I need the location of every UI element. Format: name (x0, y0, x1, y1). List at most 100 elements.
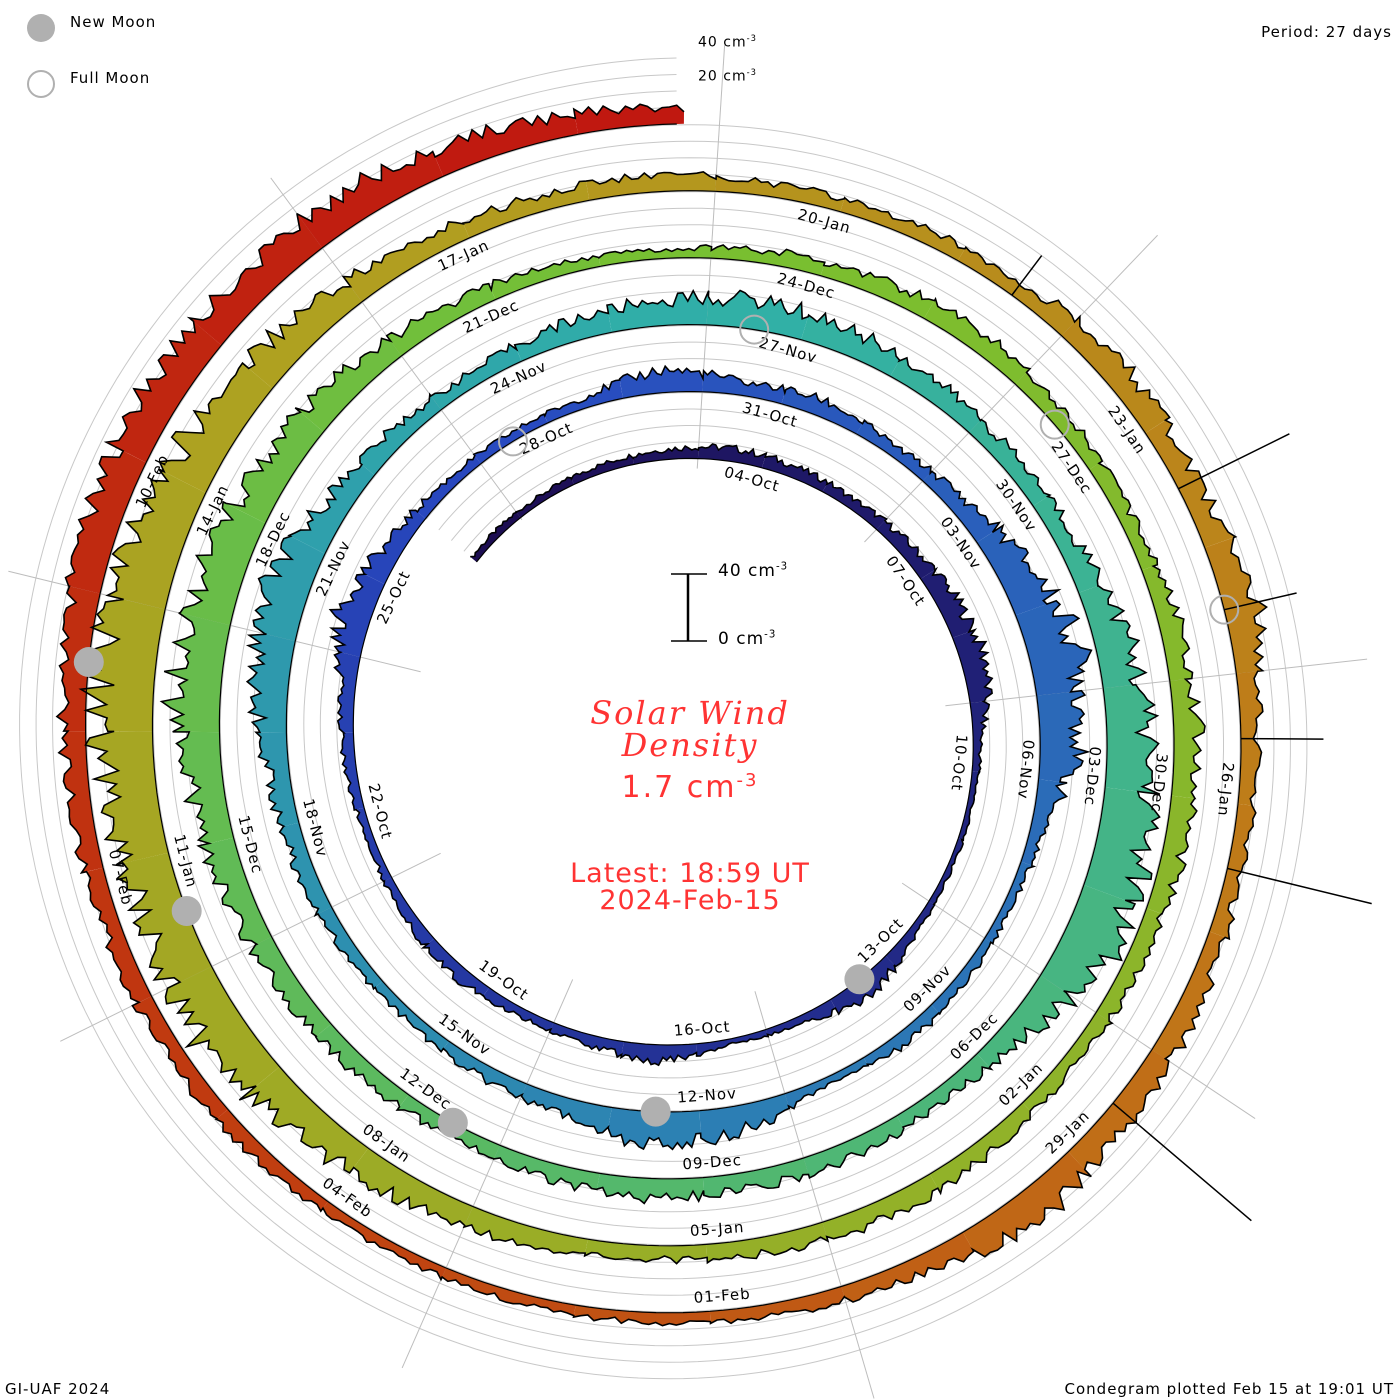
date-label: 30-Dec (1147, 752, 1171, 813)
full-moon-icon (739, 314, 770, 345)
baseline-spiral (85, 123, 1242, 1314)
density-segment (952, 629, 993, 703)
density-segment (80, 599, 166, 732)
density-segment (890, 357, 981, 433)
density-segment (361, 510, 426, 585)
density-segment (315, 1024, 409, 1107)
density-segment (463, 181, 590, 238)
density-segment (318, 907, 383, 989)
latest-date: 2024-Feb-15 (599, 885, 781, 916)
density-segment (1022, 1012, 1113, 1111)
density-segment (430, 344, 522, 410)
density-segment (247, 634, 296, 733)
density-segment (607, 290, 709, 333)
density-segment (107, 469, 206, 610)
density-segment (334, 652, 361, 733)
density-segment (247, 286, 362, 389)
density-segment (1204, 537, 1267, 674)
density-segment (573, 104, 684, 135)
grid-spiral-40 (19, 57, 1308, 1380)
date-label: 05-Jan (689, 1218, 745, 1240)
density-segment (1036, 690, 1088, 782)
density-segment (1068, 1049, 1169, 1170)
density-segment (706, 1222, 828, 1263)
grid-spiral-30 (35, 74, 1291, 1363)
footer-credit: GI-UAF 2024 (5, 1380, 111, 1398)
density-segment (1021, 779, 1068, 866)
density-segment (1141, 566, 1193, 681)
density-segment (117, 852, 212, 983)
density-segment (766, 999, 836, 1036)
density-segment (330, 574, 385, 658)
density-spike (1011, 255, 1043, 296)
density-segment (340, 732, 365, 810)
density-segment (295, 338, 402, 432)
density-segment (297, 151, 444, 248)
density-segment (473, 414, 548, 464)
density-segment (1083, 787, 1160, 901)
latest-time: Latest: 18:59 UT 2024-Feb-15 (540, 860, 840, 914)
date-label: 16-Oct (673, 1018, 731, 1040)
density-spike (1227, 867, 1372, 905)
legend-new-moon: New Moon (70, 13, 157, 31)
density-segment (289, 464, 375, 554)
new-moon-icon (640, 1096, 671, 1127)
density-segment (715, 175, 845, 212)
outer-grid-label-20: 20 cm-3 (698, 67, 757, 85)
density-segment (464, 1206, 588, 1254)
chart-title: Solar Wind Density (540, 697, 840, 761)
density-segment (586, 171, 716, 201)
density-segment (493, 1145, 600, 1191)
latest-label: Latest: 18:59 UT (570, 858, 810, 889)
density-segment (962, 1151, 1092, 1257)
density-segment (423, 938, 490, 996)
density-segment (584, 1239, 708, 1264)
density-segment (608, 1107, 701, 1150)
density-segment (957, 247, 1075, 336)
density-segment (856, 420, 931, 481)
current-value: 1.7 cm-3 (621, 770, 759, 805)
density-segment (161, 612, 231, 733)
density-segment (189, 213, 323, 346)
date-label: 01-Feb (693, 1285, 751, 1307)
scale-top-label: 40 cm-3 (718, 561, 789, 581)
density-segment (929, 1102, 1031, 1194)
density-segment (784, 1057, 869, 1109)
density-segment (323, 1201, 447, 1280)
density-segment (549, 1022, 624, 1057)
density-segment (984, 861, 1034, 944)
new-moon-icon (844, 964, 875, 995)
scale-bottom-label: 0 cm-3 (718, 629, 777, 649)
density-segment (483, 987, 554, 1031)
density-segment (239, 1066, 369, 1173)
density-segment (1033, 496, 1100, 593)
density-segment (253, 536, 325, 642)
density-segment (356, 807, 392, 882)
density-segment (920, 569, 974, 638)
grid-spoke (864, 234, 1158, 543)
density-segment (863, 1004, 939, 1065)
density-segment (417, 455, 481, 519)
title-line-1: Solar Wind (590, 694, 790, 732)
density-segment (702, 1158, 809, 1198)
title-line-2: Density (621, 726, 759, 764)
density-segment (1146, 795, 1197, 914)
density-segment (702, 370, 785, 404)
density-segment (1096, 908, 1162, 1022)
density-segment (165, 966, 280, 1090)
density-segment (521, 1084, 612, 1134)
density-segment (820, 263, 935, 319)
density-segment (359, 394, 442, 476)
grid-spoke (401, 979, 574, 1369)
density-segment (1209, 803, 1256, 939)
density-segment (1078, 585, 1146, 689)
density-segment (697, 444, 767, 468)
moon-markers (73, 314, 1240, 1138)
density-segment (383, 877, 435, 945)
density-segment (709, 1286, 845, 1324)
new-moon-icon (73, 647, 104, 678)
density-segment (710, 245, 825, 276)
density-segment (761, 455, 828, 492)
density-segment (896, 1053, 992, 1128)
